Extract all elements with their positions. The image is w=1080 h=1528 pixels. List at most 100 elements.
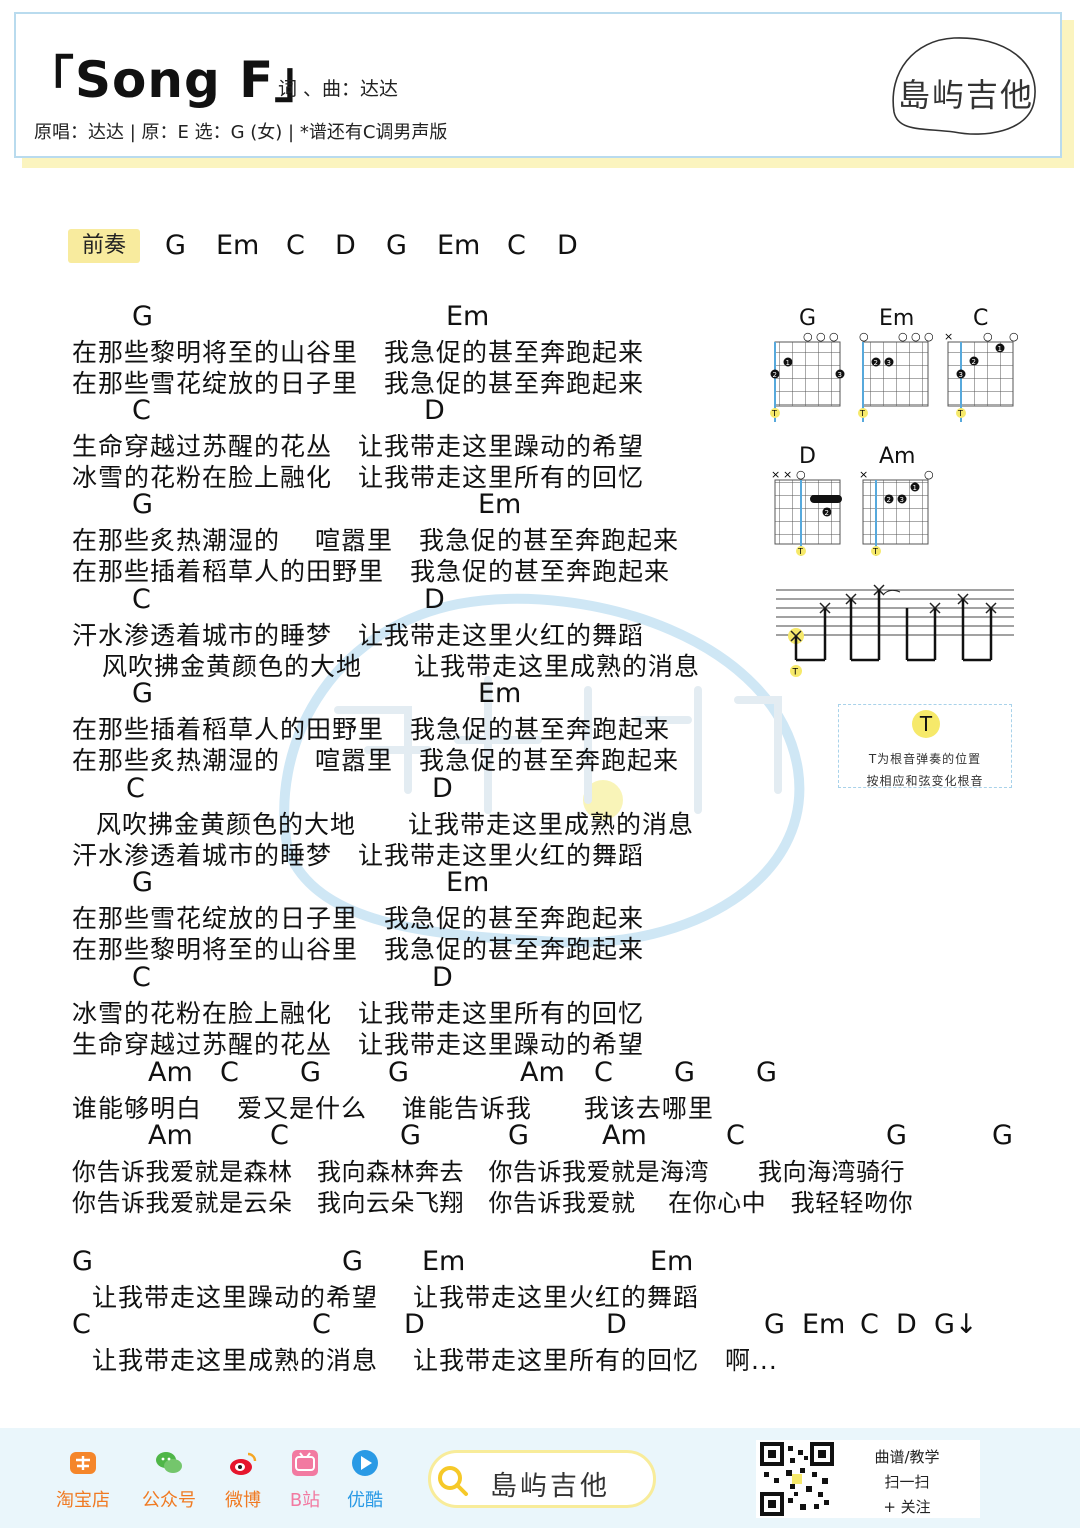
chord-label: G — [132, 301, 153, 332]
finger-number: 3 — [959, 371, 963, 379]
root-legend — [838, 704, 1012, 788]
chord-label: Am — [148, 1120, 193, 1151]
prelude-label: 前奏 — [68, 229, 140, 263]
root-marker: T — [859, 409, 865, 418]
search-icon — [438, 1466, 468, 1496]
qr-code-icon[interactable] — [760, 1442, 834, 1516]
footer-link-wechat[interactable]: 公众号 — [134, 1448, 204, 1512]
finger-number: 1 — [913, 484, 917, 492]
lyric-line: 在那些黎明将至的山谷里 我急促的甚至奔跑起来 — [72, 338, 645, 367]
prelude-chord: C — [286, 230, 305, 261]
chord-diagram-em: ○ ○ ○ ○ 2 3 T — [858, 330, 934, 422]
chord-label: G — [400, 1120, 421, 1151]
header-card — [14, 12, 1062, 158]
lyric-line: 谁能够明白 爱又是什么 谁能告诉我 我该去哪里 — [72, 1094, 714, 1123]
chord-label: Em — [446, 301, 490, 332]
footer-label: 公众号 — [142, 1490, 196, 1511]
chord-label: C — [132, 395, 151, 426]
taobao-icon — [70, 1452, 96, 1474]
song-credits: 词 、曲：达达 — [278, 78, 399, 100]
open-string-marker: ○ — [829, 330, 839, 343]
finger-number: 1 — [786, 359, 790, 367]
lyric-line: 在那些黎明将至的山谷里 我急促的甚至奔跑起来 — [72, 935, 645, 964]
chord-label: Am — [520, 1057, 565, 1088]
prelude-chord: D — [335, 230, 356, 261]
weibo-icon — [230, 1452, 257, 1475]
lyric-line: 在那些雪花绽放的日子里 我急促的甚至奔跑起来 — [72, 369, 645, 398]
root-marker: T — [957, 409, 963, 418]
chord-label: G — [764, 1309, 785, 1340]
chord-label: Em — [446, 867, 490, 898]
open-string-marker: ○ — [911, 330, 921, 343]
chord-label: D — [424, 584, 445, 615]
prelude-chord: C — [507, 230, 526, 261]
finger-number: 2 — [773, 371, 777, 379]
finger-number: 3 — [900, 496, 904, 504]
prelude-chord: Em — [216, 230, 260, 261]
finger-number: 2 — [825, 509, 829, 517]
lyric-line: 你告诉我爱就是森林 我向森林奔去 你告诉我爱就是海湾 我向海湾骑行 — [72, 1158, 905, 1186]
chord-label: C — [72, 1309, 91, 1340]
chord-label: Em — [478, 489, 522, 520]
open-string-marker: ○ — [859, 330, 869, 343]
chord-label: D — [424, 395, 445, 426]
footer-link-taobao[interactable]: 淘宝店 — [48, 1448, 118, 1512]
chord-label: D — [432, 773, 453, 804]
lyric-line: 在那些插着稻草人的田野里 我急促的甚至奔跑起来 — [72, 715, 671, 744]
footer-link-bilibili[interactable]: B站 — [270, 1448, 340, 1512]
finger-number: 3 — [838, 371, 842, 379]
open-string-marker: ○ — [1009, 330, 1019, 343]
qr-caption: 扫一扫 — [884, 1473, 930, 1491]
root-marker: T — [872, 547, 878, 556]
wechat-icon — [156, 1452, 182, 1473]
prelude-chord: G — [165, 230, 186, 261]
chord-diagram-c: × ○ ○ 1 2 3 T — [944, 330, 1019, 422]
prelude-chord: D — [557, 230, 578, 261]
root-marker: T — [771, 409, 777, 418]
chord-label: G — [132, 867, 153, 898]
root-marker: T — [797, 547, 803, 556]
footer-link-youku[interactable]: 优酷 — [330, 1448, 400, 1512]
open-string-marker: ○ — [924, 330, 934, 343]
chord-label: C — [312, 1309, 331, 1340]
chord-label: G — [508, 1120, 529, 1151]
chord-label: G — [388, 1057, 409, 1088]
chord-label: G — [342, 1246, 363, 1277]
chord-label: G↓ — [934, 1309, 978, 1340]
footer-link-weibo[interactable]: 微博 — [208, 1448, 278, 1512]
finger-number: 2 — [972, 358, 976, 366]
strum-pattern: T — [776, 584, 1014, 678]
chord-label: Em — [802, 1309, 846, 1340]
mute-string-marker: × — [859, 468, 868, 481]
footer-label: 优酷 — [347, 1490, 383, 1511]
chord-label: G — [132, 678, 153, 709]
chord-diagram-g: ○ ○ ○ 1 2 3 T — [770, 330, 845, 422]
chord-label: G — [992, 1120, 1013, 1151]
mute-string-marker: × — [783, 468, 792, 481]
lyric-line: 让我带走这里成熟的消息 让我带走这里所有的回忆 啊... — [92, 1346, 778, 1375]
chord-label: C — [132, 962, 151, 993]
qr-caption: 曲谱/教学 — [874, 1448, 940, 1466]
open-string-marker: ○ — [816, 330, 826, 343]
lyric-line: 汗水渗透着城市的睡梦 让我带走这里火红的舞蹈 — [72, 841, 645, 870]
logo-text: 島屿吉他 — [898, 76, 1035, 114]
finger-number: 3 — [887, 359, 891, 367]
open-string-marker: ○ — [796, 468, 806, 481]
qr-caption: + 关注 — [883, 1498, 931, 1516]
chord-label: C — [126, 773, 145, 804]
root-legend-line: 按相应和弦变化根音 — [866, 774, 984, 788]
chord-label: Am — [602, 1120, 647, 1151]
lyric-line: 冰雪的花粉在脸上融化 让我带走这里所有的回忆 — [72, 463, 645, 492]
lyric-line: 风吹拂金黄颜色的大地 让我带走这里成熟的消息 — [102, 652, 701, 681]
footer-label: 淘宝店 — [56, 1490, 110, 1511]
chord-label: G — [756, 1057, 777, 1088]
song-info: 原唱：达达 | 原：E 选：G (女) | *谱还有C调男声版 — [34, 122, 448, 143]
chord-diagram-name: G — [799, 306, 817, 331]
lyric-line: 汗水渗透着城市的睡梦 让我带走这里火红的舞蹈 — [72, 621, 645, 650]
bilibili-icon — [292, 1450, 318, 1476]
prelude-chord: G — [386, 230, 407, 261]
chord-label: G — [300, 1057, 321, 1088]
footer-label: B站 — [289, 1490, 321, 1511]
chord-label: G — [132, 489, 153, 520]
search-bar[interactable] — [428, 1450, 656, 1508]
